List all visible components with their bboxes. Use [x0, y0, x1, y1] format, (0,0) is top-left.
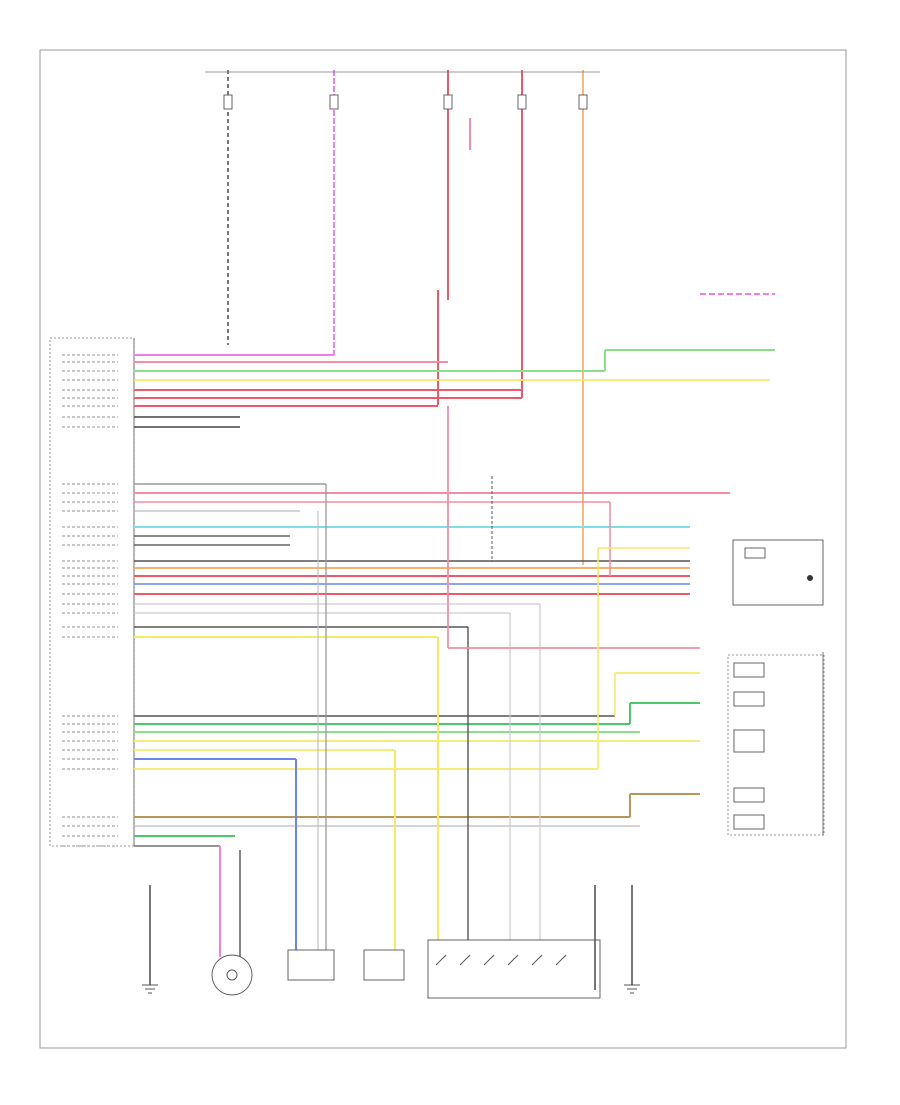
pressure-control-solenoid [733, 729, 765, 753]
right-components [727, 539, 825, 836]
shift-solenoid-a [733, 662, 765, 678]
top-power-feeds [205, 70, 600, 565]
throttle-position-sensor [287, 949, 335, 981]
bottom-components [142, 850, 640, 999]
fuse-icon [223, 94, 233, 110]
fuse-icon [329, 94, 339, 110]
switch-icon [435, 954, 567, 966]
tcc-pwm-solenoid [733, 814, 765, 830]
harness-wires [134, 349, 775, 847]
fuse-markers [223, 94, 588, 110]
vertical-drops [219, 406, 700, 950]
solenoid-block [727, 654, 825, 836]
pin-label-ticks [62, 354, 118, 847]
ground-icon [624, 984, 640, 994]
sensor-icon [226, 969, 238, 981]
diagram-frame [39, 49, 847, 1049]
fuse-icon [517, 94, 527, 110]
vehicle-speed-sensor [211, 954, 253, 996]
ground-icon [142, 984, 158, 994]
fuse-icon [578, 94, 588, 110]
range-switch-assembly [427, 939, 601, 999]
shift-solenoid-b [733, 691, 765, 707]
fuse-icon [443, 94, 453, 110]
coolant-temp-sensor [363, 949, 405, 981]
sensor-icon [807, 575, 813, 581]
tcc-solenoid [733, 787, 765, 803]
right-connections [614, 293, 775, 817]
pressure-sensor-inner [744, 547, 766, 559]
